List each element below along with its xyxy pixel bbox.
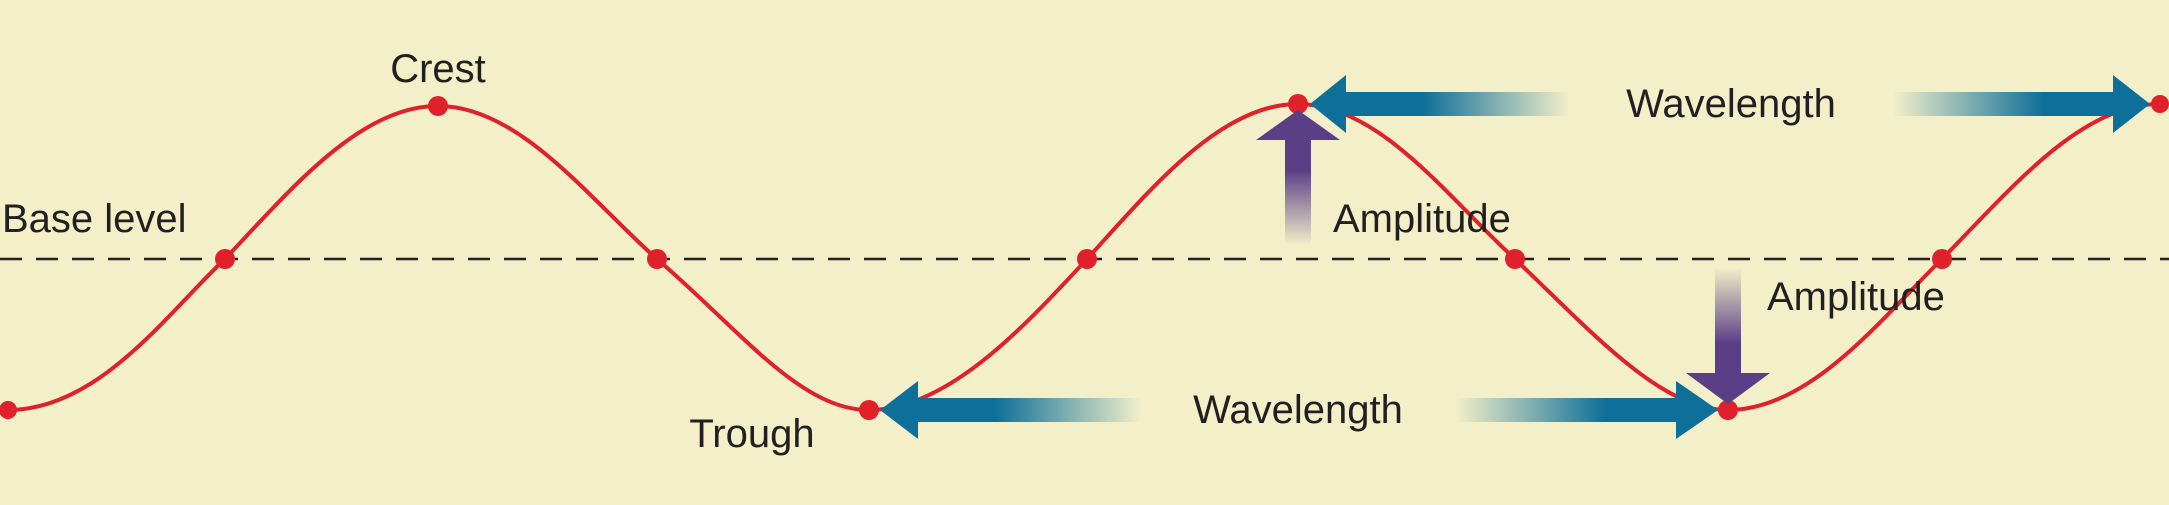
arrow-shaft-left	[1344, 92, 1569, 116]
trough-point	[859, 400, 879, 420]
arrow-shaft-left	[916, 398, 1141, 422]
wavelength-bottom-label: Wavelength	[1193, 388, 1403, 432]
arrow-shaft-right	[1456, 398, 1686, 422]
arrow-head-right	[2113, 75, 2150, 133]
arrow-head	[1686, 373, 1770, 404]
amplitude-label: Amplitude	[1333, 197, 1511, 241]
arrow-head-left	[880, 381, 918, 439]
amplitude-label: Amplitude	[1767, 275, 1945, 319]
crest-label: Crest	[390, 47, 486, 91]
base-crossing-point	[1932, 249, 1952, 269]
wave-point	[0, 401, 17, 419]
trough-label: Trough	[689, 412, 814, 456]
wavelength-arrow-top	[1310, 75, 2150, 133]
trough-point	[1718, 400, 1738, 420]
crest-point	[1288, 94, 1308, 114]
base-crossing-point	[215, 249, 235, 269]
amplitude-arrow-down	[1686, 268, 1770, 404]
crest-point	[428, 96, 448, 116]
base-crossing-point	[1505, 249, 1525, 269]
arrow-head-right	[1676, 381, 1718, 439]
arrow-shaft	[1285, 138, 1311, 245]
base-crossing-point	[1077, 249, 1097, 269]
crest-point	[2151, 95, 2169, 113]
amplitude-arrow-up	[1256, 110, 1340, 245]
wavelength-arrow-bottom	[880, 381, 1718, 439]
arrow-head-left	[1310, 75, 1346, 133]
base-crossing-point	[647, 249, 667, 269]
arrow-shaft-right	[1893, 92, 2125, 116]
wavelength-top-label: Wavelength	[1626, 82, 1836, 126]
wave-points	[0, 94, 2169, 420]
base-level-label: Base level	[2, 197, 187, 241]
arrow-shaft	[1715, 268, 1741, 375]
arrow-head	[1256, 110, 1340, 140]
